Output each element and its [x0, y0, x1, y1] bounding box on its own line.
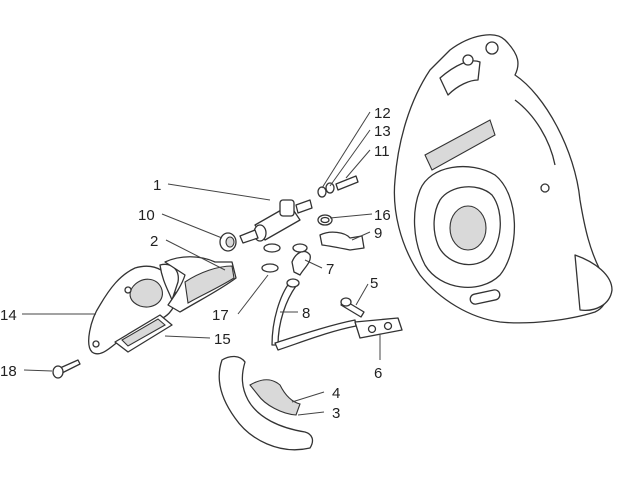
leader-lines	[22, 111, 381, 416]
part-1-valve	[239, 199, 313, 244]
callout-17: 17	[212, 307, 229, 324]
callout-5: 5	[370, 275, 378, 292]
part-16-clamp	[317, 214, 333, 226]
part-10-bushing	[219, 232, 237, 252]
callout-9: 9	[374, 225, 382, 242]
callout-13: 13	[374, 123, 391, 140]
engine-cover	[393, 34, 613, 324]
part-15-gasket	[114, 314, 173, 353]
part-4-pad	[249, 379, 301, 416]
callout-2: 2	[150, 233, 158, 250]
callout-7: 7	[326, 261, 334, 278]
part-3-lower-cover	[218, 355, 314, 451]
part-14-bracket	[88, 263, 179, 355]
callout-8: 8	[302, 305, 310, 322]
callout-15: 15	[214, 331, 231, 348]
part-17-clamps	[261, 243, 308, 273]
callout-10: 10	[138, 207, 155, 224]
callout-14: 14	[0, 307, 17, 324]
part-12-13-washers	[317, 182, 335, 198]
callout-18: 18	[0, 363, 17, 380]
part-8-pipe	[271, 278, 357, 351]
callout-4: 4	[332, 385, 340, 402]
callout-11: 11	[374, 143, 390, 160]
part-18-screw	[52, 359, 81, 379]
part-6-gasket	[354, 317, 403, 339]
part-2-cover	[164, 256, 237, 313]
part-9-hose	[319, 231, 365, 251]
part-7-elbow	[291, 250, 311, 276]
callout-12: 12	[374, 105, 391, 122]
part-5-bolt	[340, 297, 365, 318]
callout-3: 3	[332, 405, 340, 422]
callout-labels: 1 2 3 4 5 6 7 8 9 10 11 12 13 14 15 16 1…	[0, 105, 391, 422]
callout-1: 1	[153, 177, 161, 194]
callout-16: 16	[374, 207, 391, 224]
callout-6: 6	[374, 365, 382, 382]
part-11-bolt	[335, 175, 359, 191]
